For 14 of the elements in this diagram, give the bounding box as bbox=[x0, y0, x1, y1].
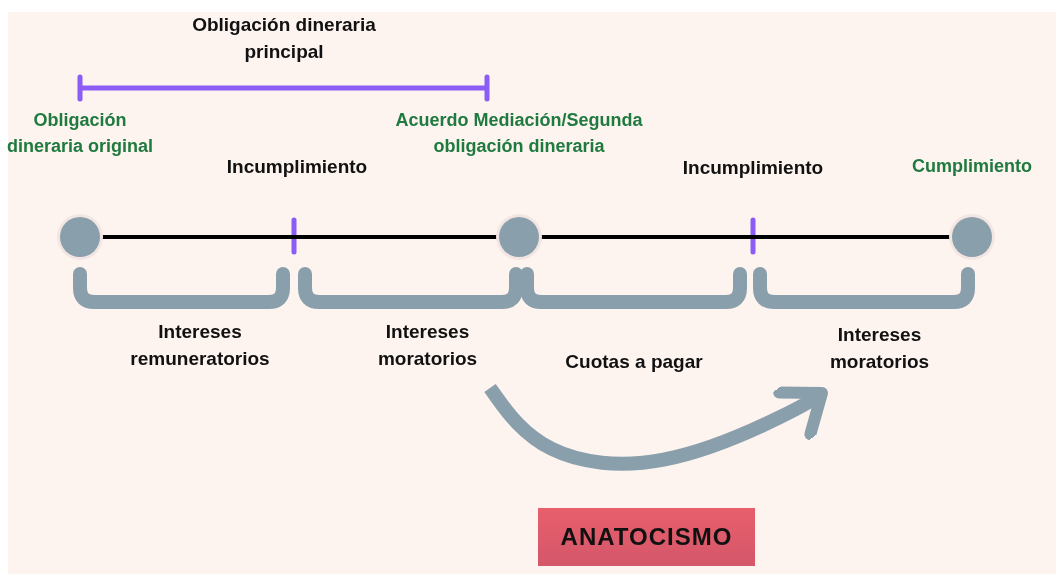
span-label: Obligación dineraria principal bbox=[191, 13, 377, 64]
event-label: Incumplimiento bbox=[225, 155, 369, 179]
event-label: Cumplimiento bbox=[911, 155, 1033, 178]
event-label: Acuerdo Mediación/Segunda obligación dineraria bbox=[394, 109, 644, 158]
curved-arrow bbox=[484, 383, 828, 471]
period-label: Cuotas a pagar bbox=[564, 350, 704, 374]
period-label: Intereses remuneratorios bbox=[129, 320, 271, 371]
event-label: Incumplimiento bbox=[681, 156, 825, 180]
event-label: Obligación dineraria original bbox=[5, 109, 154, 158]
timeline-line bbox=[539, 235, 952, 239]
interest-label: Intereses moratorios bbox=[812, 321, 947, 379]
term-box: ANATOCISMO bbox=[538, 508, 755, 566]
timeline-line bbox=[100, 235, 499, 239]
interest-label: Intereses moratorios bbox=[360, 318, 495, 376]
